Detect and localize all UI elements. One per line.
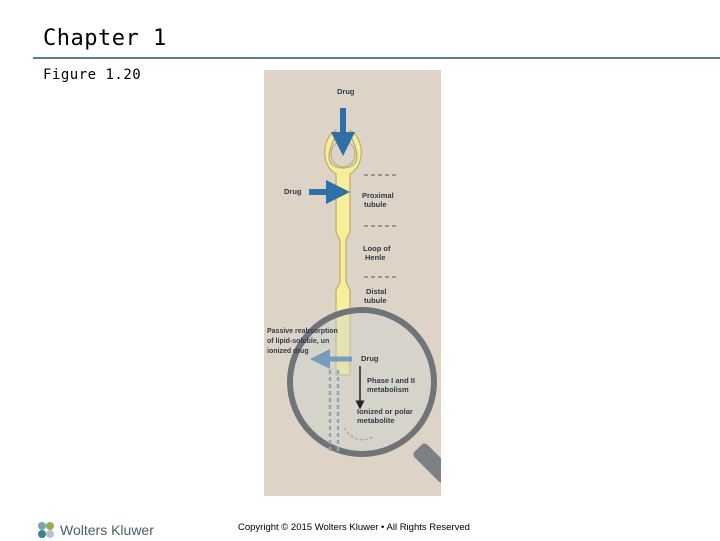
copyright-notice: Copyright © 2015 Wolters Kluwer • All Ri… xyxy=(238,522,470,533)
label-loop-1: Loop of xyxy=(363,244,391,253)
label-passive-3: ionized drug xyxy=(267,348,309,355)
page-title: Chapter 1 xyxy=(43,26,167,51)
nephron-diagram: Drug Drug Proximal tubule Loop of Henle … xyxy=(264,70,441,496)
label-passive-1: Passive reabsorption xyxy=(267,328,338,335)
label-distal-1: Distal xyxy=(366,287,386,296)
label-ionized-2: metabolite xyxy=(357,416,395,425)
label-proximal-1: Proximal xyxy=(362,191,394,200)
label-passive-2: of lipid-soluble, un xyxy=(267,338,329,345)
wolters-kluwer-logo: Wolters Kluwer xyxy=(36,519,154,541)
label-drug-lower: Drug xyxy=(361,354,379,363)
logo-icon xyxy=(36,520,56,540)
label-drug-left: Drug xyxy=(284,187,302,196)
label-phase-2: metabolism xyxy=(367,385,409,394)
label-distal-2: tubule xyxy=(364,296,387,305)
label-ionized-1: Ionized or polar xyxy=(357,407,413,416)
label-loop-2: Henle xyxy=(365,253,385,262)
title-divider xyxy=(33,57,720,59)
figure-caption: Figure 1.20 xyxy=(43,67,141,83)
logo-text: Wolters Kluwer xyxy=(60,522,154,538)
nephron-figure: Drug Drug Proximal tubule Loop of Henle … xyxy=(264,70,441,496)
label-drug-top: Drug xyxy=(337,87,355,96)
label-phase-1: Phase I and II xyxy=(367,376,415,385)
label-proximal-2: tubule xyxy=(364,200,387,209)
